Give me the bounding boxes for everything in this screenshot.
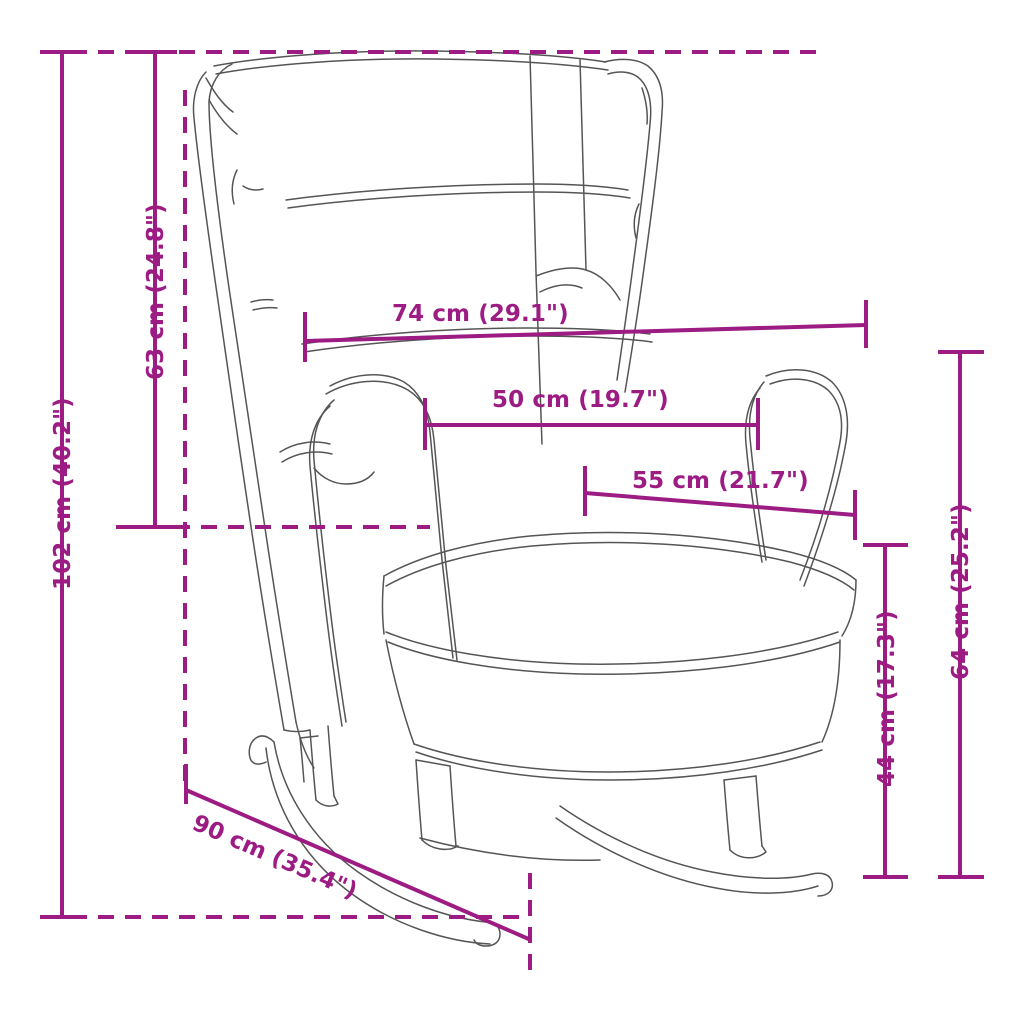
left-arm-inner-2 <box>308 405 343 727</box>
label-seat-width: 55 cm (21.7") <box>632 468 809 494</box>
rocker-stretcher <box>419 837 601 862</box>
backrest-right-fold2 <box>539 284 583 293</box>
leg-right-inner <box>755 775 763 847</box>
left-wing-seam-low <box>250 298 274 303</box>
leg-right-foot <box>729 845 767 859</box>
leg-front-left-outer <box>309 729 317 801</box>
backrest-top-roll-inner <box>215 58 609 75</box>
left-arm-outer <box>329 374 454 659</box>
seat-base-left <box>385 639 415 745</box>
right-wing-outer <box>603 58 664 393</box>
right-arm-outer-2 <box>769 378 843 581</box>
seat-cushion-front <box>381 575 385 635</box>
right-wing-crease-1 <box>641 87 648 125</box>
right-arm-inner <box>748 381 767 561</box>
left-wing-inner <box>208 63 297 723</box>
backrest-right-fold <box>535 267 621 301</box>
left-arm-pad2 <box>281 451 333 463</box>
seat-cushion-front-edge2 <box>387 641 841 675</box>
left-arm-pad <box>279 441 331 453</box>
left-wing-seam-low2 <box>252 306 278 311</box>
right-wing-inner <box>607 71 652 381</box>
right-arm-inner-2 <box>744 387 763 563</box>
left-wing-crease-3 <box>231 169 238 205</box>
left-arm-front-cap <box>313 467 375 485</box>
leg-back-left-block <box>299 735 319 739</box>
right-arm-outer <box>765 369 849 587</box>
seat-cushion-top <box>383 531 857 581</box>
leg-front-left-inner <box>327 725 335 797</box>
backrest-lower-seam <box>287 191 631 209</box>
leg-right-block <box>723 775 757 781</box>
label-backrest-width: 50 cm (19.7") <box>492 387 669 413</box>
left-side-panel <box>283 729 311 733</box>
left-wing-crease-2 <box>208 99 238 135</box>
leg-front-mid-foot <box>421 839 459 851</box>
label-seat-height: 44 cm (17.3") <box>874 610 900 787</box>
right-wing-crease-2 <box>633 203 640 239</box>
seat-base-right <box>821 639 841 743</box>
front-rocker-rail-top <box>273 741 487 923</box>
backrest-center-seam <box>529 55 543 445</box>
leg-front-mid-outer <box>415 759 423 841</box>
backrest-right-seam <box>579 59 587 271</box>
leg-front-mid-inner <box>449 765 457 847</box>
leg-front-mid-block <box>415 759 451 767</box>
chair-illustration <box>192 50 857 947</box>
left-wing-crease-4 <box>242 185 264 191</box>
seat-cushion-right-edge <box>841 579 857 637</box>
back-rocker-rail-top <box>559 805 813 880</box>
leg-right-outer <box>723 779 731 851</box>
seat-cushion-top-2 <box>385 541 855 591</box>
seat-base-front <box>413 741 821 773</box>
label-overall-width: 74 cm (29.1") <box>392 301 569 327</box>
seat-base-bottom-seam <box>415 749 823 781</box>
left-wing-outer <box>192 71 285 731</box>
leg-front-left-foot <box>315 795 339 807</box>
backrest-horizontal-seam <box>285 183 629 201</box>
front-rocker-rail-bottom <box>265 747 491 945</box>
dim-overall-width-line <box>304 323 867 343</box>
left-arm-inner <box>312 399 347 723</box>
dim-seat-width-line <box>584 491 856 517</box>
seat-cushion-front-edge <box>385 631 839 665</box>
left-wing-crease-1 <box>205 77 234 113</box>
back-rocker-rail-bottom <box>555 817 819 894</box>
front-rocker-tip-left <box>248 735 275 765</box>
back-rocker-tip-right <box>811 872 834 897</box>
label-overall-height: 102 cm (40.2") <box>50 397 76 590</box>
leg-back-left-outer <box>299 737 305 783</box>
dimension-lines <box>40 50 984 978</box>
left-arm-outer-2 <box>325 380 458 661</box>
dim-depth-line <box>185 788 532 942</box>
label-side-depth: 64 cm (25.2") <box>948 503 974 680</box>
label-back-height: 63 cm (24.8") <box>143 203 169 380</box>
